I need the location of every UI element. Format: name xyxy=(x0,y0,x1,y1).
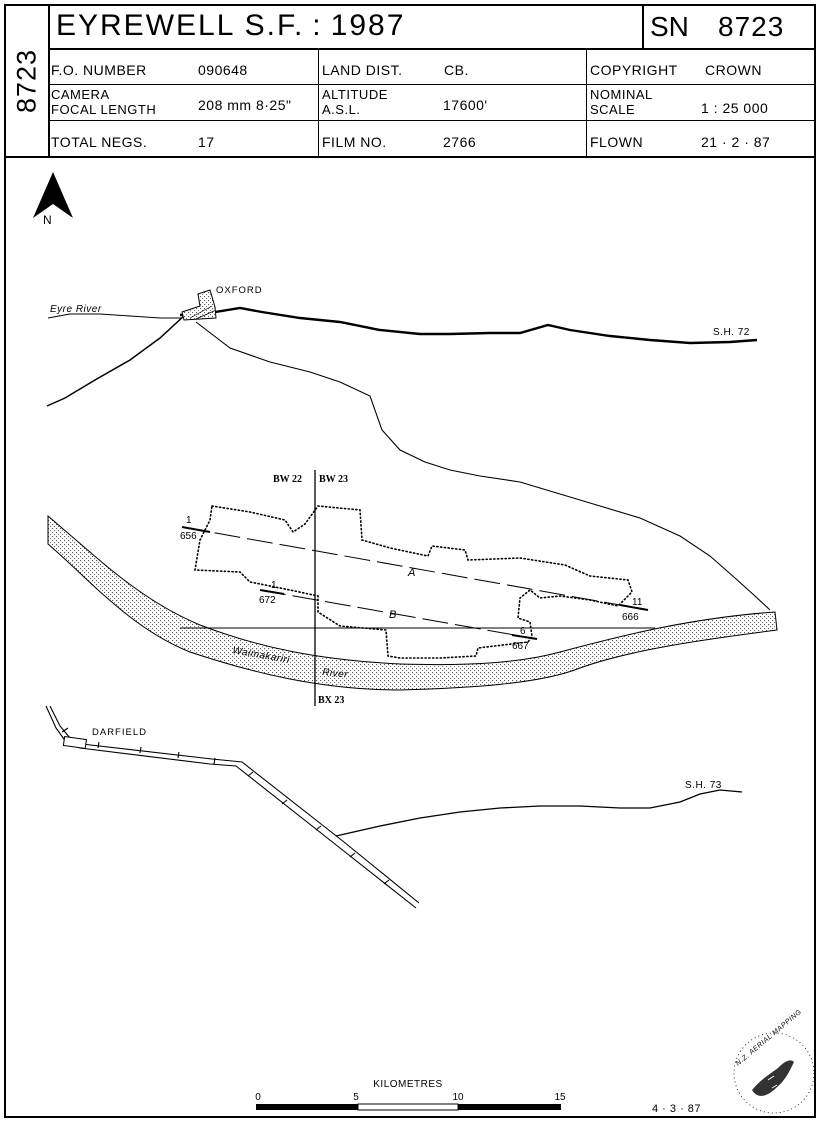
railway-line xyxy=(45,705,420,909)
map-sheet: 8723 EYREWELL S.F.:1987 SN 8723 F.O. NUM… xyxy=(4,4,816,1118)
land-dist-value: CB. xyxy=(444,62,469,78)
darfield-label: DARFIELD xyxy=(92,727,147,738)
run-a-label: A xyxy=(407,567,415,579)
run-b-end-neg: 667 xyxy=(512,641,529,652)
flight-run-b xyxy=(259,589,538,640)
coverage-outline xyxy=(194,505,633,659)
info-row-3: TOTAL NEGS. 17 FILM NO. 2766 FLOWN 21 · … xyxy=(48,120,814,156)
compiled-date: 4 · 3 · 87 xyxy=(652,1103,701,1115)
scale-bar-title: KILOMETRES xyxy=(373,1079,442,1090)
camera-label: CAMERA xyxy=(51,87,110,102)
land-dist-label: LAND DIST. xyxy=(322,62,403,78)
sh73-road xyxy=(335,789,743,837)
nominal-label: NOMINAL xyxy=(590,87,653,102)
sn-box: SN 8723 xyxy=(642,6,816,48)
flown-cell: FLOWN 21 · 2 · 87 xyxy=(586,120,815,156)
total-negs-value: 17 xyxy=(198,134,215,150)
sh72-road xyxy=(179,306,758,345)
side-number-box: 8723 xyxy=(6,6,50,156)
grid-label-bx23: BX 23 xyxy=(318,695,344,706)
scale-tick-10: 10 xyxy=(452,1092,464,1103)
header-panel: 8723 EYREWELL S.F.:1987 SN 8723 F.O. NUM… xyxy=(6,6,814,158)
run-b-end-exposure: 6 xyxy=(520,626,526,637)
film-no-label: FILM NO. xyxy=(322,134,387,150)
eyre-river-label: Eyre River xyxy=(50,304,102,315)
fo-number-value: 090648 xyxy=(198,62,248,78)
altitude-cell: ALTITUDE A.S.L. 17600' xyxy=(318,84,587,120)
flown-value: 21 · 2 · 87 xyxy=(701,134,771,150)
run-b-start-neg: 672 xyxy=(259,595,276,606)
waimakariri-river xyxy=(47,514,778,691)
flown-label: FLOWN xyxy=(590,134,644,150)
scale-tick-5: 5 xyxy=(353,1092,359,1103)
copyright-label: COPYRIGHT xyxy=(590,62,678,78)
info-row-2: CAMERA FOCAL LENGTH 208 mm 8·25" ALTITUD… xyxy=(48,84,814,121)
grid-label-bw23: BW 23 xyxy=(319,474,348,485)
run-b-start-exposure: 1 xyxy=(271,580,277,591)
waimakariri-label-2: River xyxy=(322,667,349,681)
sheet-title: EYREWELL S.F.:1987 xyxy=(56,9,405,43)
info-row-1: F.O. NUMBER 090648 LAND DIST. CB. COPYRI… xyxy=(48,48,814,85)
scale-cell: NOMINAL SCALE 1 : 25 000 xyxy=(586,84,815,120)
flight-run-a xyxy=(181,526,649,611)
scale-bar: KILOMETRES 0 5 10 15 xyxy=(255,1079,566,1111)
scale-value: 1 : 25 000 xyxy=(701,100,769,116)
fo-number-label: F.O. NUMBER xyxy=(51,62,147,78)
asl-label: A.S.L. xyxy=(322,102,361,117)
scale-tick-0: 0 xyxy=(255,1092,261,1103)
sn-label: SN xyxy=(650,11,689,42)
nz-aerial-mapping-stamp-logo: N.Z. AERIAL MAPPING xyxy=(733,1009,815,1114)
focal-length-label: FOCAL LENGTH xyxy=(51,102,157,117)
scale-bar-segment-3 xyxy=(458,1104,561,1110)
film-no-cell: FILM NO. 2766 xyxy=(318,120,587,156)
run-a-start-neg: 656 xyxy=(180,531,197,542)
darfield-town-icon xyxy=(62,735,88,750)
focal-length-value: 208 mm 8·25" xyxy=(198,97,292,113)
eyre-river xyxy=(47,313,182,319)
run-a-start-exposure: 1 xyxy=(186,515,192,526)
scale-label: SCALE xyxy=(590,102,636,117)
grid-label-bw22: BW 22 xyxy=(273,474,302,485)
copyright-value: CROWN xyxy=(705,62,762,78)
camera-cell: CAMERA FOCAL LENGTH 208 mm 8·25" xyxy=(48,84,318,120)
run-a-end-neg: 666 xyxy=(622,612,639,623)
terrace-boundary-line xyxy=(195,321,771,611)
fo-number-cell: F.O. NUMBER 090648 xyxy=(48,48,318,84)
scale-bar-segment-2 xyxy=(357,1103,459,1111)
north-arrow-icon: N xyxy=(33,172,73,227)
sh72-label: S.H. 72 xyxy=(713,327,750,338)
film-no-value: 2766 xyxy=(443,134,477,150)
title-separator: : xyxy=(312,9,323,42)
land-dist-cell: LAND DIST. CB. xyxy=(318,48,587,84)
total-negs-label: TOTAL NEGS. xyxy=(51,134,148,150)
run-b-label: B xyxy=(389,609,396,621)
title-year: 1987 xyxy=(330,9,406,42)
run-a-end-exposure: 11 xyxy=(632,597,643,608)
scale-tick-15: 15 xyxy=(554,1092,566,1103)
oxford-label: OXFORD xyxy=(216,285,263,296)
oxford-town-icon xyxy=(181,289,217,321)
title-place: EYREWELL S.F. xyxy=(56,9,305,42)
north-label: N xyxy=(43,213,52,227)
altitude-label: ALTITUDE xyxy=(322,87,388,102)
sh73-label: S.H. 73 xyxy=(685,780,722,791)
title-row: EYREWELL S.F.:1987 SN 8723 xyxy=(48,6,814,50)
altitude-value: 17600' xyxy=(443,97,488,113)
oxford-road xyxy=(46,313,187,407)
scale-bar-segment-1 xyxy=(256,1104,358,1110)
sn-value: 8723 xyxy=(718,11,785,42)
total-negs-cell: TOTAL NEGS. 17 xyxy=(48,120,318,156)
copyright-cell: COPYRIGHT CROWN xyxy=(586,48,815,84)
